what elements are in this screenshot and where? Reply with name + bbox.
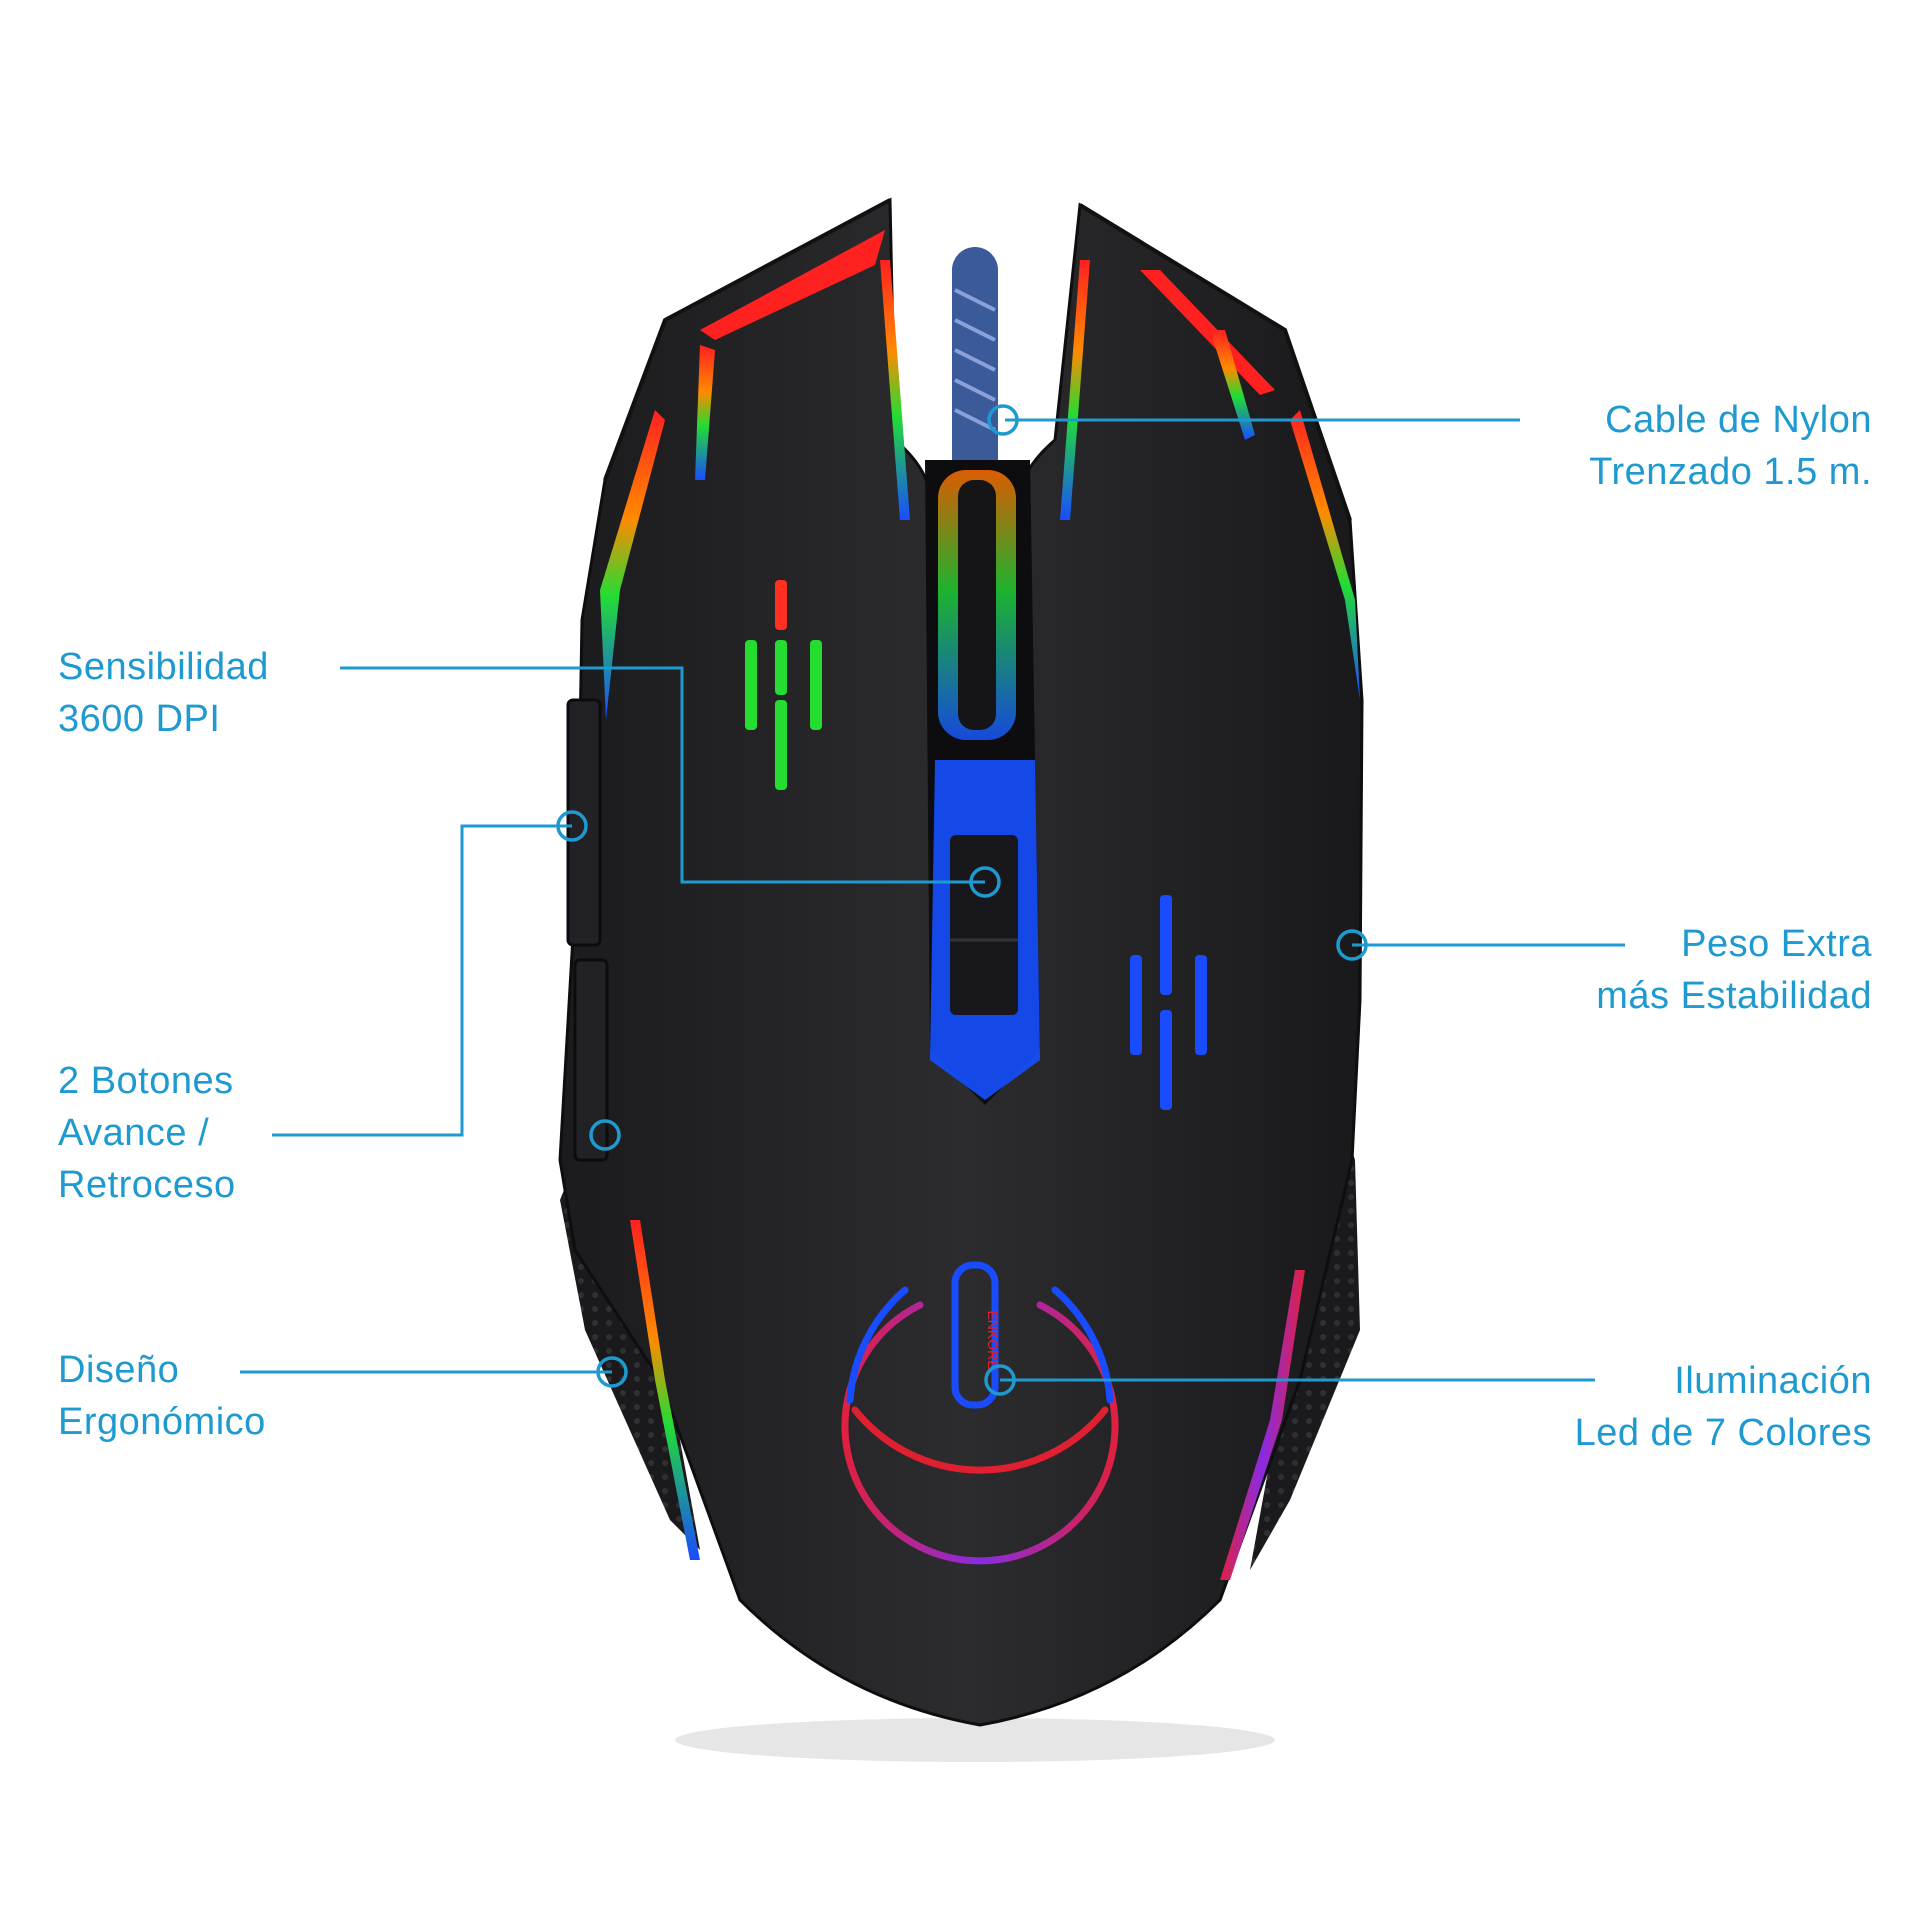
callout-dpi-line1: Sensibilidad bbox=[58, 646, 269, 688]
led-strip-right-side bbox=[1290, 410, 1360, 700]
callout-side-buttons-line1: 2 Botones bbox=[58, 1060, 234, 1102]
callout-side-buttons-line3: Retroceso bbox=[58, 1164, 236, 1206]
led-strip-top-left bbox=[700, 230, 885, 340]
callout-cable-line2: Trenzado 1.5 m. bbox=[1589, 451, 1872, 493]
side-button-back[interactable] bbox=[573, 958, 609, 1162]
callout-ergonomic: Diseño Ergonómico bbox=[58, 1344, 266, 1448]
callout-side-buttons-line2: Avance / bbox=[58, 1112, 210, 1154]
led-strip-left-side bbox=[600, 410, 665, 720]
callout-cable-line1: Cable de Nylon bbox=[1605, 399, 1872, 441]
left-button-edge bbox=[603, 198, 891, 481]
callout-weight-line1: Peso Extra bbox=[1681, 923, 1872, 965]
led-strip-channel-left bbox=[880, 260, 910, 520]
led-strip-lower-right bbox=[1220, 1270, 1305, 1580]
right-button-edge bbox=[1078, 203, 1352, 521]
mouse-shadow bbox=[675, 1718, 1275, 1762]
led-strip-lower-left bbox=[630, 1220, 700, 1560]
brand-logo: ENKORE bbox=[985, 1310, 1001, 1369]
scroll-wheel-grip bbox=[958, 480, 996, 730]
led-strip-left-outer bbox=[695, 345, 715, 480]
cable-braid bbox=[954, 288, 996, 432]
callout-markers bbox=[556, 404, 1368, 1396]
led-bars-green bbox=[745, 580, 822, 790]
power-logo bbox=[841, 1261, 1119, 1565]
led-strip-right-slash bbox=[1210, 330, 1255, 440]
callout-lighting-line2: Led de 7 Colores bbox=[1574, 1412, 1872, 1454]
callout-ergonomic-line2: Ergonómico bbox=[58, 1401, 266, 1443]
callout-weight-line2: más Estabilidad bbox=[1596, 975, 1872, 1017]
callout-side-buttons: 2 Botones Avance / Retroceso bbox=[58, 1055, 236, 1211]
led-strip-channel-right bbox=[1060, 260, 1090, 520]
callout-lighting-line1: Iluminación bbox=[1674, 1360, 1872, 1402]
led-strip-top-right bbox=[1140, 270, 1275, 395]
callout-ergonomic-line1: Diseño bbox=[58, 1349, 180, 1391]
callout-cable: Cable de Nylon Trenzado 1.5 m. bbox=[1589, 394, 1872, 498]
callout-lighting: Iluminación Led de 7 Colores bbox=[1575, 1355, 1872, 1459]
callout-dpi-line2: 3600 DPI bbox=[58, 698, 221, 740]
dpi-button[interactable] bbox=[950, 835, 1018, 1015]
callout-dpi: Sensibilidad 3600 DPI bbox=[58, 641, 269, 745]
callout-weight: Peso Extra más Estabilidad bbox=[1596, 918, 1872, 1022]
callout-lines bbox=[240, 418, 1625, 1382]
led-bars-blue bbox=[1130, 895, 1207, 1110]
